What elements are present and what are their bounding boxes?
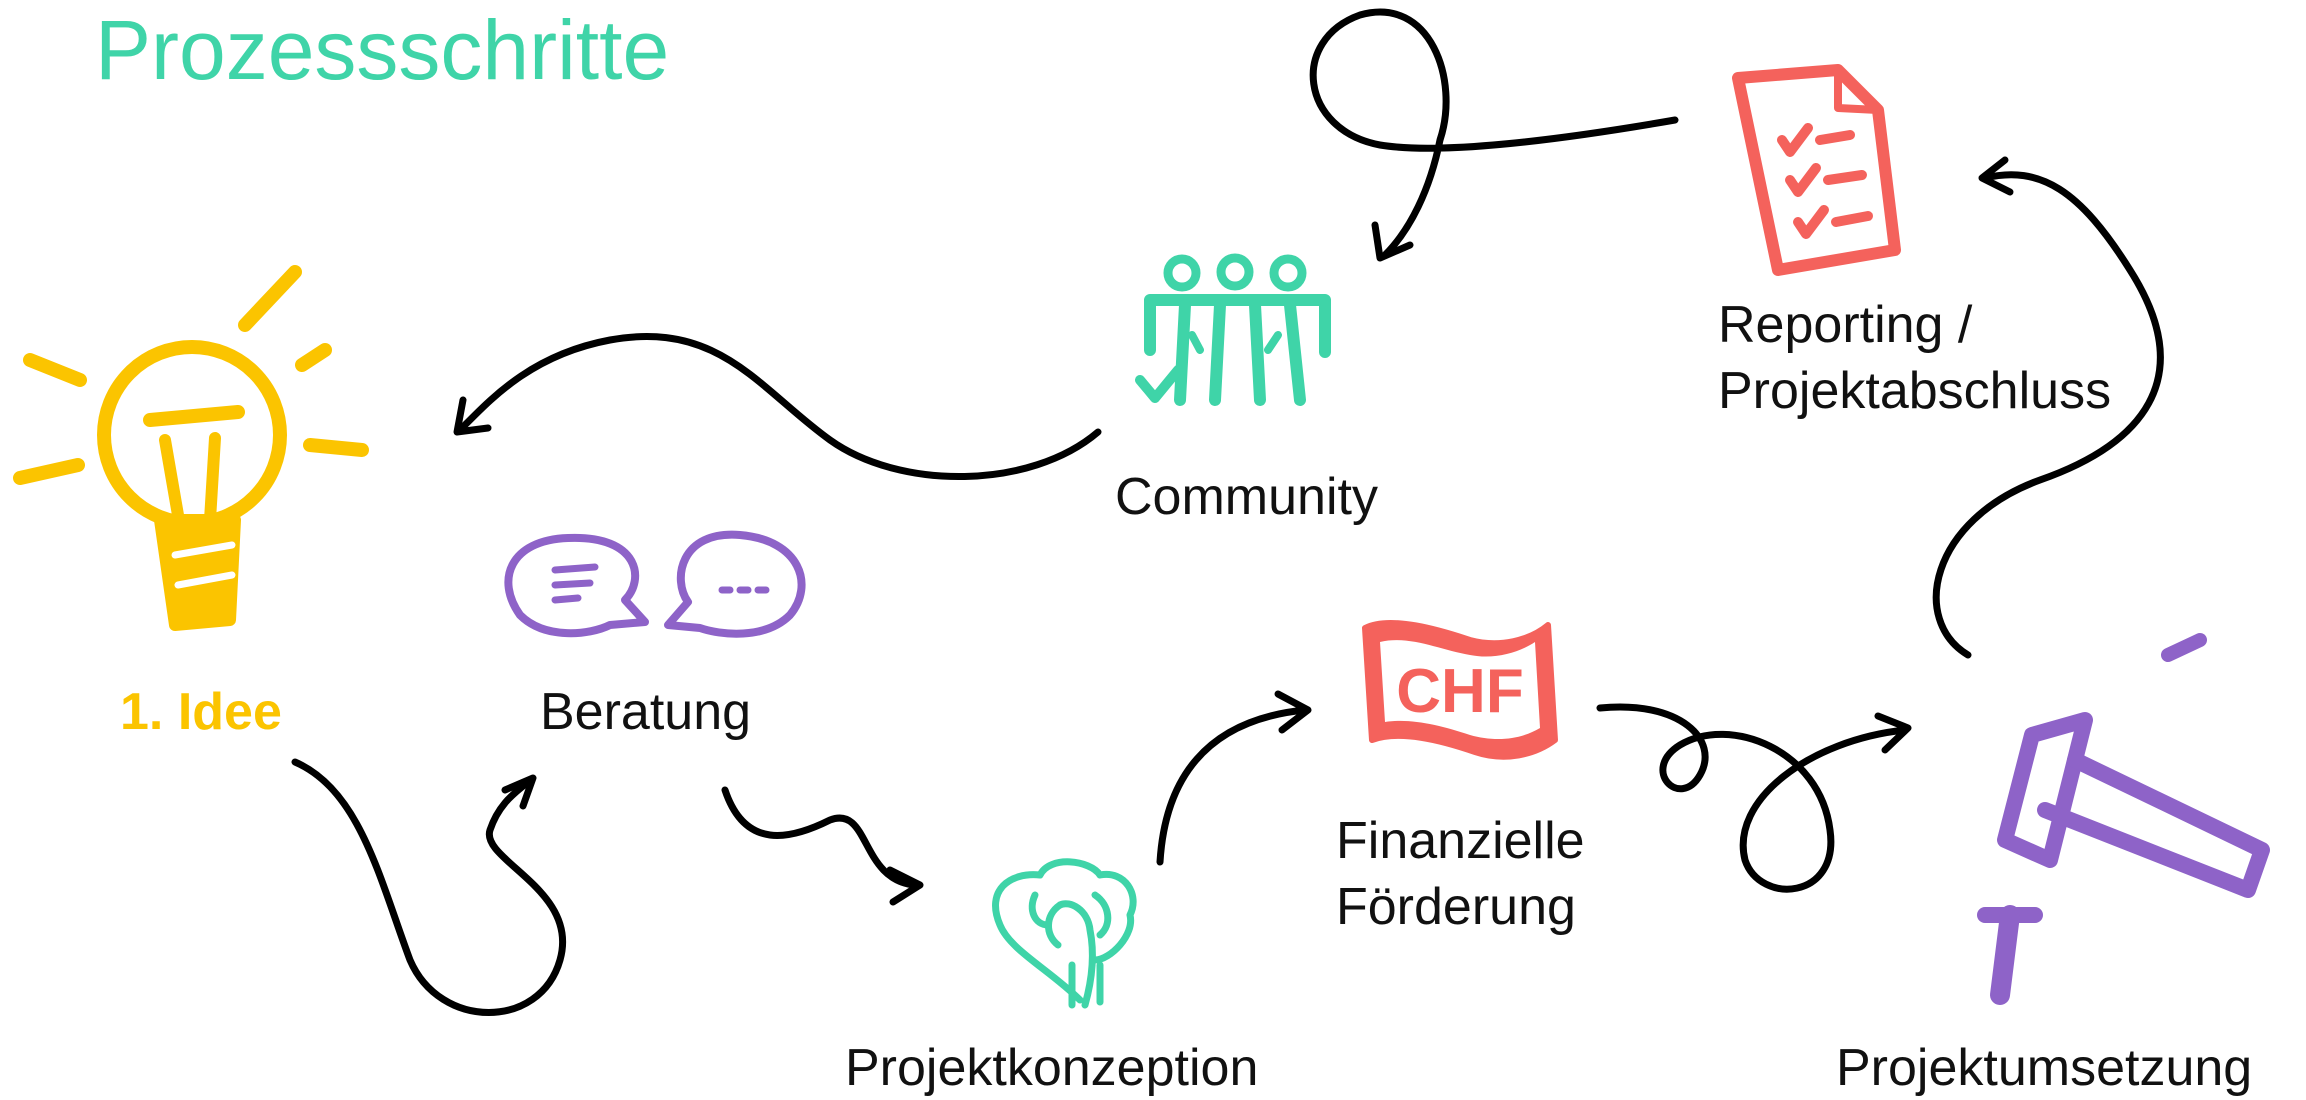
arrowhead-beratung-to-konzeption xyxy=(886,866,924,906)
arrow-foerderung-to-umsetzung xyxy=(1596,703,1909,893)
people-group-icon xyxy=(1135,253,1331,406)
hammer-icon xyxy=(1977,633,2270,1005)
brain-icon xyxy=(992,858,1137,1009)
step-label-community: Community xyxy=(1115,468,1378,526)
arrowhead-foerderung-to-umsetzung xyxy=(1874,712,1912,754)
arrow-idee-to-beratung xyxy=(291,758,566,1016)
arrowhead-reporting-to-community xyxy=(1371,221,1414,262)
connectors xyxy=(291,8,2164,1016)
step-label-reporting: Reporting / Projektabschluss xyxy=(1718,296,2112,420)
arrow-reporting-to-community xyxy=(1309,8,1679,259)
arrowhead-umsetzung-to-reporting xyxy=(1978,156,2014,196)
step-label-beratung: Beratung xyxy=(540,683,752,741)
step-label-idee: 1. Idee xyxy=(120,683,282,741)
banknote-chf-text: CHF xyxy=(1396,657,1523,726)
checklist-document-icon xyxy=(1732,64,1901,276)
arrow-beratung-to-konzeption xyxy=(721,786,919,889)
arrow-umsetzung-to-reporting xyxy=(1932,171,2164,659)
page-title: Prozessschritte xyxy=(95,3,670,97)
arrowhead-idee-to-beratung xyxy=(501,774,537,810)
arrow-community-to-idee xyxy=(456,333,1102,480)
banknote-chf-icon: CHF xyxy=(1362,619,1558,760)
arrowhead-community-to-idee xyxy=(453,396,492,436)
arrowhead-konzeption-to-foerderung xyxy=(1274,690,1312,734)
step-label-konzeption: Projektkonzeption xyxy=(845,1039,1259,1097)
lightbulb-icon xyxy=(13,265,369,631)
arrow-konzeption-to-foerderung xyxy=(1156,706,1309,866)
step-label-foerderung: Finanzielle Förderung xyxy=(1336,812,1585,936)
speech-bubbles-icon xyxy=(504,530,806,638)
step-label-umsetzung: Projektumsetzung xyxy=(1836,1039,2253,1097)
